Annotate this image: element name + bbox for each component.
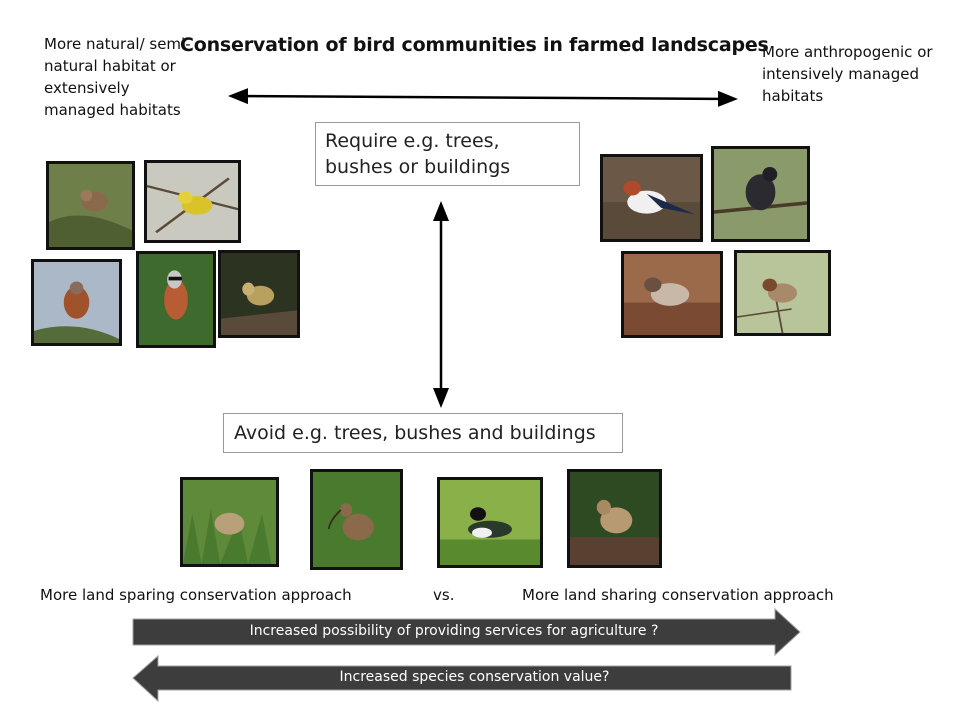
bird-photo-swallow: [600, 154, 703, 242]
bird-photo-skylark: [567, 469, 662, 568]
bird-photo-yellowhammer: [144, 160, 241, 243]
right-habitat-note: More anthropogenic or intensively manage…: [762, 43, 933, 105]
bird-photo-house-sparrow: [621, 251, 723, 338]
conservation-arrow-shape: [132, 654, 792, 703]
require-habitat-box: Require e.g. trees, bushes or buildings: [315, 122, 580, 186]
services-arrow-label: Increased possibility of providing servi…: [249, 623, 659, 639]
bird-photo-curlew: [310, 469, 403, 570]
habitat-gradient-arrow: [228, 88, 738, 107]
bird-photo-red-backed-shrike: [136, 251, 216, 348]
bird-photo-shrike-female: [46, 161, 135, 250]
left-habitat-note: More natural/ semi-natural habitat or ex…: [44, 35, 191, 119]
bird-photo-starling: [711, 146, 810, 242]
land-sharing-label: More land sharing conservation approach: [522, 586, 834, 604]
bird-photo-bunting: [218, 250, 300, 338]
avoid-habitat-box: Avoid e.g. trees, bushes and buildings: [223, 413, 623, 453]
land-sparing-label: More land sparing conservation approach: [40, 586, 352, 604]
bird-photo-tree-sparrow: [734, 250, 831, 336]
bird-photo-linnet: [31, 259, 122, 346]
versus-label: vs.: [433, 586, 455, 604]
diagram-title: Conservation of bird communities in farm…: [180, 34, 769, 56]
bird-photo-grey-partridge: [180, 477, 279, 567]
bird-photo-lapwing: [437, 477, 543, 568]
conservation-arrow-label: Increased species conservation value?: [339, 669, 610, 685]
services-arrow-shape: [132, 607, 801, 657]
